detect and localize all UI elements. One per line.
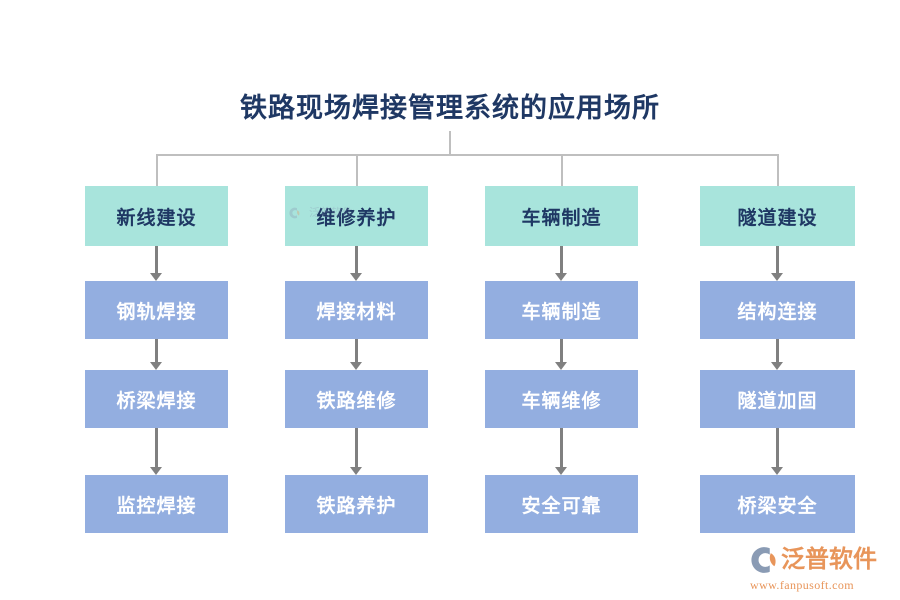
arrow-column-2-head-to-node-1 [349, 246, 363, 281]
node-box-column-3-row-1[interactable]: 车辆制造 [485, 281, 638, 339]
arrow-column-2-node-2-to-node-3 [349, 428, 363, 475]
arrow-column-1-node-2-to-node-3 [149, 428, 163, 475]
arrow-column-4-head-to-node-1 [770, 246, 784, 281]
brand-logo-row: 泛普软件 [748, 545, 877, 575]
arrow-column-3-node-2-to-node-3 [554, 428, 568, 475]
page-title: 铁路现场焊接管理系统的应用场所 [240, 93, 660, 123]
arrow-column-2-node-1-to-node-2 [349, 339, 363, 370]
fanpu-logo-mark-icon [751, 547, 776, 573]
connector-drop-column-2 [356, 154, 358, 186]
arrow-column-3-node-1-to-node-2 [554, 339, 568, 370]
node-box-column-3-row-2[interactable]: 车辆维修 [485, 370, 638, 428]
node-box-column-4-row-2[interactable]: 隧道加固 [700, 370, 855, 428]
head-box-column-2[interactable]: 维修养护 [285, 186, 428, 246]
node-box-column-2-row-3[interactable]: 铁路养护 [285, 475, 428, 533]
arrow-column-4-node-1-to-node-2 [770, 339, 784, 370]
node-box-column-1-row-2[interactable]: 桥梁焊接 [85, 370, 228, 428]
node-box-column-4-row-1[interactable]: 结构连接 [700, 281, 855, 339]
node-box-column-2-row-1[interactable]: 焊接材料 [285, 281, 428, 339]
head-box-column-1[interactable]: 新线建设 [85, 186, 228, 246]
node-box-column-1-row-3[interactable]: 监控焊接 [85, 475, 228, 533]
head-box-column-3[interactable]: 车辆制造 [485, 186, 638, 246]
connector-horizontal-bus [156, 154, 778, 156]
node-box-column-3-row-3[interactable]: 安全可靠 [485, 475, 638, 533]
brand-logo: 泛普软件 www.fanpusoft.com [748, 545, 877, 593]
connector-drop-column-3 [561, 154, 563, 186]
node-box-column-2-row-2[interactable]: 铁路维修 [285, 370, 428, 428]
brand-logo-url: www.fanpusoft.com [750, 578, 855, 592]
node-box-column-1-row-1[interactable]: 钢轨焊接 [85, 281, 228, 339]
node-box-column-4-row-3[interactable]: 桥梁安全 [700, 475, 855, 533]
connector-drop-column-1 [156, 154, 158, 186]
head-box-column-4[interactable]: 隧道建设 [700, 186, 855, 246]
connector-drop-column-4 [777, 154, 779, 186]
arrow-column-4-node-2-to-node-3 [770, 428, 784, 475]
connector-title-stem [449, 131, 451, 155]
brand-logo-name: 泛普软件 [781, 547, 877, 573]
arrow-column-1-head-to-node-1 [149, 246, 163, 281]
arrow-column-1-node-1-to-node-2 [149, 339, 163, 370]
arrow-column-3-head-to-node-1 [554, 246, 568, 281]
